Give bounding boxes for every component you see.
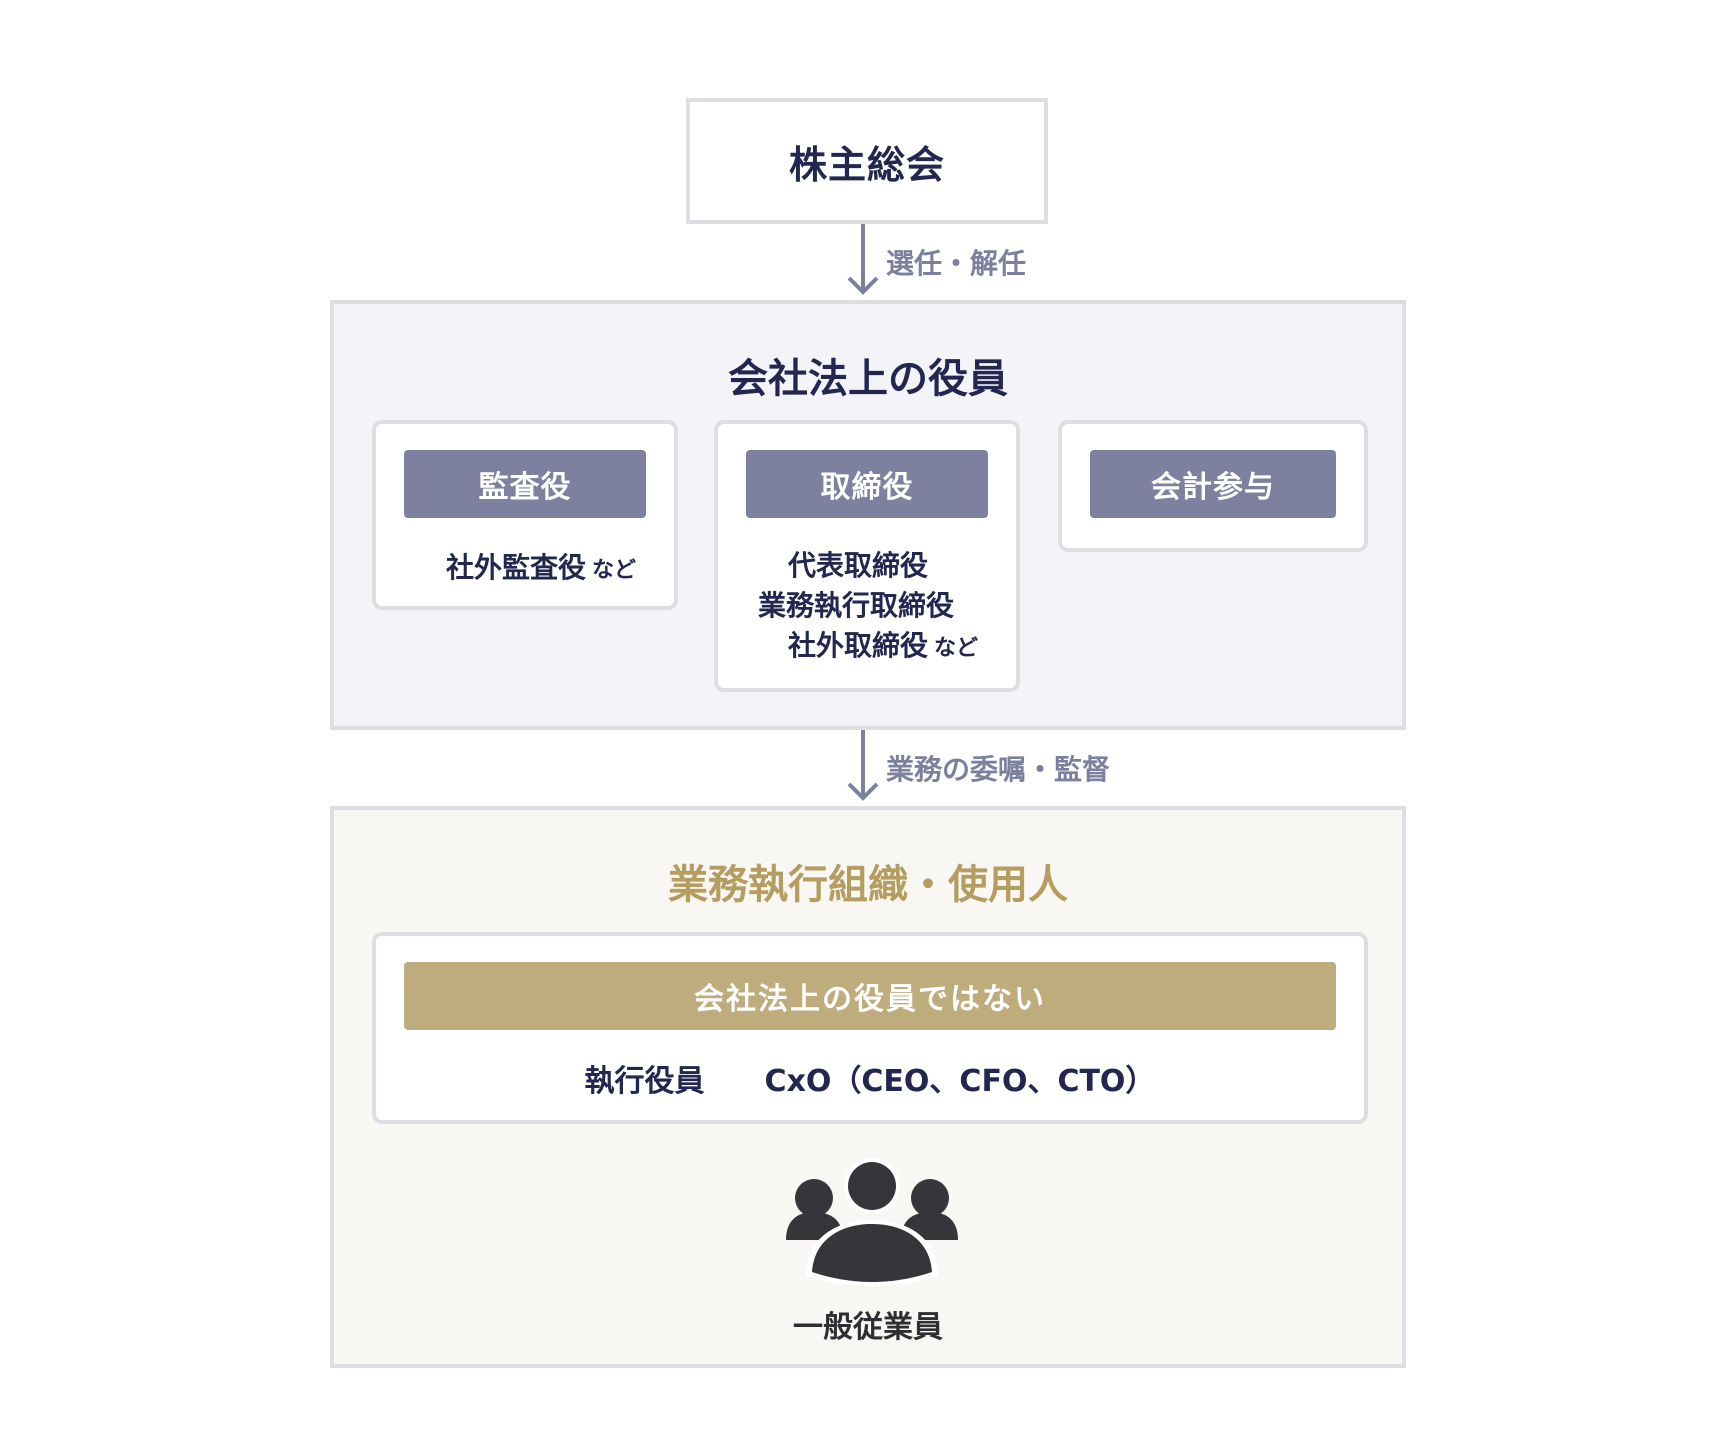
legal-officers-title: 会社法上の役員: [728, 356, 1008, 402]
officer-detail-text: 社外監査役: [446, 551, 587, 584]
non-officer-header: 会社法上の役員ではない: [404, 962, 1336, 1030]
legal-officers-panel: 会社法上の役員 監査役 社外監査役など 取締役 代表取締役 業務執行取締役 社外…: [330, 300, 1406, 730]
officer-detail-line: 業務執行取締役: [758, 584, 954, 624]
execution-organization-title: 業務執行組織・使用人: [668, 862, 1068, 908]
officer-card-director: 取締役 代表取締役 業務執行取締役 社外取締役など: [714, 420, 1020, 692]
officer-detail-text: 業務執行取締役: [758, 589, 955, 622]
shareholders-meeting-label: 株主総会: [788, 142, 945, 187]
execution-organization-panel: 業務執行組織・使用人 会社法上の役員ではない 執行役員 CxO（CEO、CFO、C…: [330, 806, 1406, 1368]
officer-detail-line: 社外監査役など: [446, 546, 636, 586]
officer-detail-suffix: など: [934, 636, 979, 661]
executive-roles: 執行役員 CxO（CEO、CFO、CTO）: [376, 1056, 1364, 1100]
officer-detail-text: 社外取締役: [788, 629, 929, 662]
shareholders-meeting-box: 株主総会: [686, 98, 1048, 224]
people-group-icon: [786, 1158, 958, 1286]
officer-header-director: 取締役: [746, 450, 988, 518]
officer-card-accounting-advisor: 会計参与: [1058, 420, 1368, 552]
non-officer-card: 会社法上の役員ではない 執行役員 CxO（CEO、CFO、CTO）: [372, 932, 1368, 1124]
officer-detail-line: 社外取締役など: [788, 624, 978, 664]
officer-detail-text: 代表取締役: [788, 549, 929, 582]
arrow-down-icon: [847, 224, 879, 295]
officer-detail-line: 代表取締役: [788, 544, 928, 584]
officer-header-accounting-advisor: 会計参与: [1090, 450, 1336, 518]
officer-header-auditor: 監査役: [404, 450, 646, 518]
general-employees-label: 一般従業員: [793, 1310, 943, 1345]
arrow-label-appointment: 選任・解任: [886, 247, 1027, 280]
executive-officer-role: 執行役員: [584, 1064, 705, 1099]
cxo-role: CxO（CEO、CFO、CTO）: [764, 1064, 1156, 1099]
arrow-label-delegation: 業務の委嘱・監督: [886, 753, 1111, 786]
officer-detail-suffix: など: [592, 558, 637, 583]
officer-card-auditor: 監査役 社外監査役など: [372, 420, 678, 610]
arrow-down-icon: [847, 730, 879, 801]
